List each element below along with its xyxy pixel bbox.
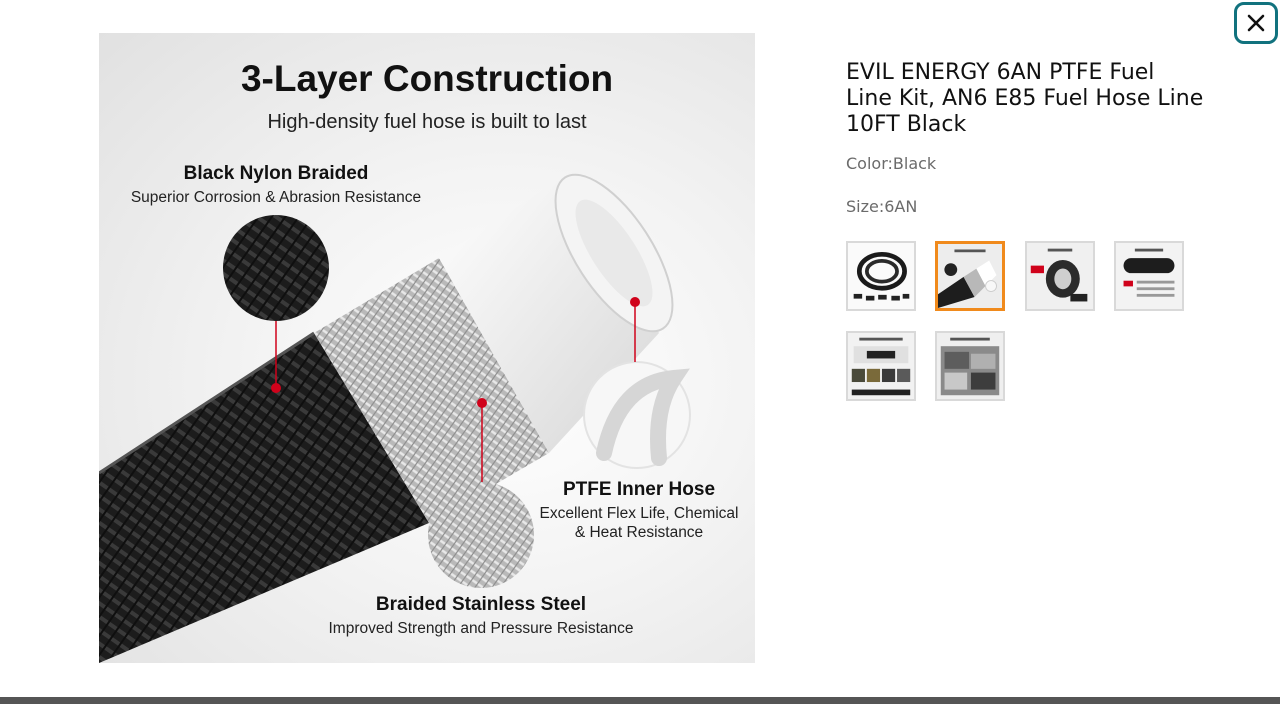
label-ptfe-desc-1: Excellent Flex Life, Chemical (539, 505, 739, 522)
hose-coil-icon (848, 243, 914, 309)
size-label: Size: (846, 197, 885, 216)
label-nylon-heading: Black Nylon Braided (183, 163, 369, 184)
image-subtitle: High-density fuel hose is built to last (267, 111, 587, 133)
steel-detail-circle (428, 482, 534, 588)
hose-parameter-icon (1116, 243, 1182, 309)
nylon-braid-layer (99, 333, 429, 663)
close-icon (1247, 14, 1265, 32)
label-nylon-desc: Superior Corrosion & Abrasion Resistance (130, 189, 422, 206)
label-nylon: Black Nylon Braided Superior Corrosion &… (113, 163, 439, 207)
thumbnail-product-size[interactable] (1025, 241, 1095, 311)
thumbnail-product-parameter[interactable] (1114, 241, 1184, 311)
label-ptfe: PTFE Inner Hose Excellent Flex Life, Che… (529, 479, 749, 542)
page-backdrop (0, 697, 1280, 704)
hose-construction-icon (938, 244, 1002, 308)
label-ptfe-heading: PTFE Inner Hose (562, 479, 716, 500)
main-product-image: 3-Layer Construction High-density fuel h… (99, 33, 755, 663)
color-label: Color: (846, 154, 893, 173)
hose-size-icon (1027, 243, 1093, 309)
vehicles-icon (937, 333, 1003, 399)
product-title: EVIL ENERGY 6AN PTFE Fuel Line Kit, AN6 … (846, 60, 1204, 137)
nylon-detail-circle (223, 215, 329, 321)
size-value: 6AN (884, 197, 918, 216)
size-attribute: Size:6AN (846, 197, 917, 216)
thumbnail-vehicles[interactable] (935, 331, 1005, 401)
image-title: 3-Layer Construction (240, 58, 614, 99)
label-steel: Braided Stainless Steel Improved Strengt… (306, 594, 656, 638)
thumbnail-construction[interactable] (935, 241, 1005, 311)
fuel-types-icon (848, 333, 914, 399)
color-attribute: Color:Black (846, 154, 936, 173)
hose-illustration (99, 173, 691, 663)
label-steel-heading: Braided Stainless Steel (375, 594, 587, 615)
thumbnail-fuel-types[interactable] (846, 331, 916, 401)
steel-braid-layer (314, 258, 549, 523)
color-value: Black (892, 154, 937, 173)
label-steel-desc: Improved Strength and Pressure Resistanc… (328, 620, 634, 637)
label-ptfe-desc-2: & Heat Resistance (574, 524, 704, 541)
thumbnail-kit[interactable] (846, 241, 916, 311)
close-button[interactable] (1234, 2, 1278, 44)
